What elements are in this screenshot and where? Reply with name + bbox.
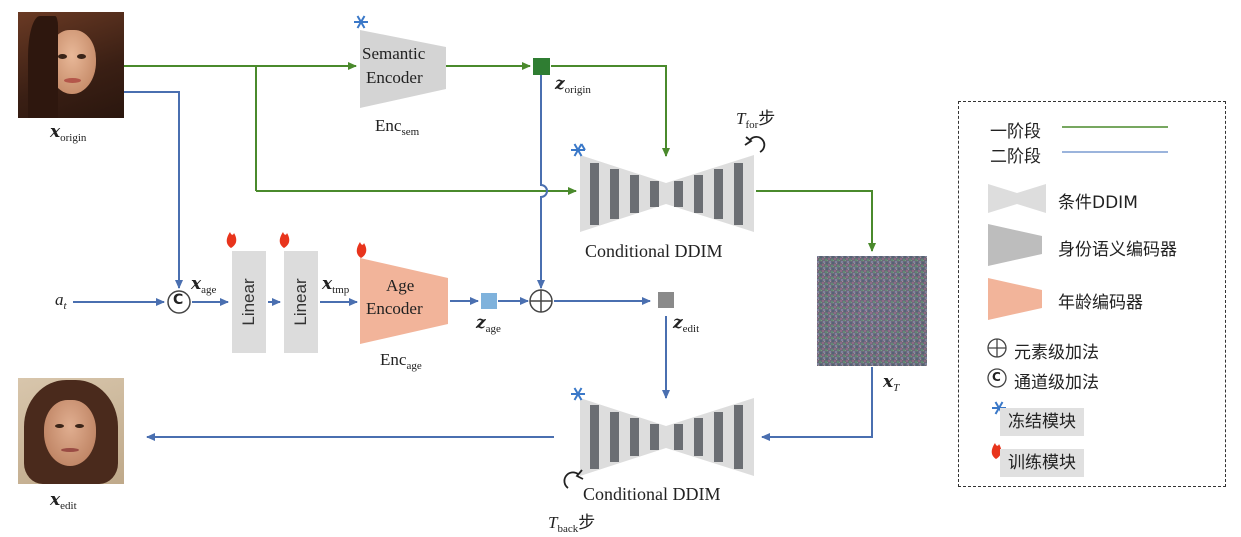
linear-layer-1: Linear [232,251,266,353]
z-age-label: zage [476,313,501,335]
a-t-label: at [55,290,67,312]
flame-icon [991,443,1002,459]
legend-concat-label: 通道级加法 [1014,373,1099,393]
legend-trainable-chip: 训练模块 [1000,449,1084,477]
legend-age-encoder-label: 年龄编码器 [1058,293,1143,313]
snowflake-icon [571,143,586,157]
legend-stage2-label: 二阶段 [990,147,1041,167]
stage1-connectors [124,62,876,252]
age-encoder-text-1: Age [386,276,415,295]
age-encoder-text-2: Encoder [366,299,423,318]
conditional-ddim-top-shape [580,155,754,232]
elementwise-add-symbol [529,289,553,313]
x-edit-label: xedit [50,490,77,512]
z-origin-label: zorigin [555,74,591,96]
legend-add-label: 元素级加法 [1014,343,1099,363]
linear-layer-2: Linear [284,251,318,353]
origin-face-image [18,12,124,118]
snowflake-icon [571,387,585,401]
edited-face-image [18,378,124,484]
legend-box [958,101,1226,487]
legend-add-symbol [987,338,1007,358]
flame-icon [356,242,367,258]
z-edit-square [658,292,674,308]
z-origin-square [533,58,550,75]
enc-age-label: Encage [380,350,422,372]
legend-frozen-chip: 冻结模块 [1000,408,1084,436]
channel-concat-symbol [167,290,191,314]
x-tmp-label: xtmp [322,274,350,296]
loop-arrow-icon [563,469,584,489]
semantic-encoder-text-2: Encoder [366,68,423,87]
flame-icon [279,232,290,248]
legend-concat-symbol [987,368,1007,388]
legend-identity-encoder-shape [988,224,1042,266]
z-edit-label: zedit [673,313,700,335]
legend-ddim-shape [988,184,1046,213]
concat-symbol-letter: C [173,292,184,308]
age-encoder-shape [360,258,448,344]
semantic-encoder-text-1: Semantic [362,44,426,63]
z-age-square [481,293,497,309]
flame-icon [226,232,237,248]
conditional-ddim-bottom-shape [580,398,754,476]
noise-image [817,256,927,366]
t-for-label: Tfor步 [736,109,776,131]
legend-stage1-label: 一阶段 [990,122,1041,142]
legend-age-encoder-shape [988,278,1042,320]
loop-arrow-icon [744,136,766,153]
conditional-ddim-bottom-label: Conditional DDIM [583,484,721,504]
stage2-connectors [73,75,873,441]
legend-concat-letter: C [992,370,1001,384]
x-T-label: xT [883,372,900,394]
x-origin-label: xorigin [50,122,87,144]
x-age-label: xage [191,274,217,296]
legend-identity-encoder-label: 身份语义编码器 [1058,240,1177,260]
enc-sem-label: Encsem [375,116,420,138]
t-back-label: Tback步 [548,513,596,535]
conditional-ddim-top-label: Conditional DDIM [585,241,723,261]
snowflake-icon [354,15,368,29]
legend-ddim-label: 条件DDIM [1058,193,1138,213]
semantic-encoder-shape [360,30,446,108]
